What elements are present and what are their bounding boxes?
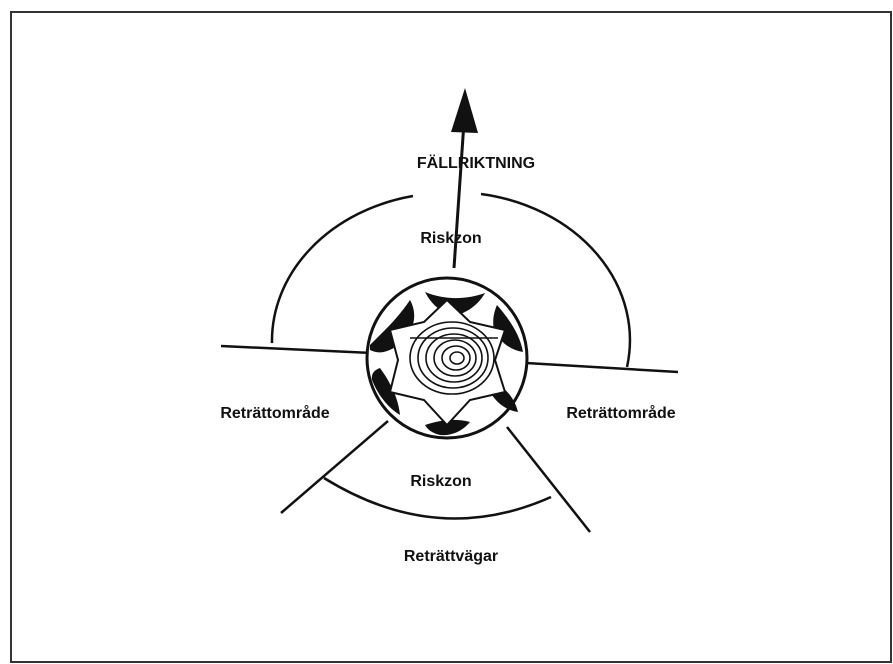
felling-direction-label: FÄLLRIKTNING — [417, 154, 535, 172]
retreat-line-right — [526, 363, 678, 372]
escape-route-line-right — [507, 427, 590, 532]
retreat-line-left — [221, 346, 372, 353]
retreat-area-left-label: Reträttområde — [220, 404, 329, 422]
risk-zone-bottom-label: Riskzon — [410, 473, 471, 490]
escape-routes-label: Reträttvägar — [404, 548, 498, 565]
escape-route-line-left — [281, 421, 388, 513]
tree-stump-icon — [367, 278, 527, 438]
risk-zone-top-label: Riskzon — [420, 230, 481, 247]
retreat-area-right-label: Reträttområde — [566, 404, 675, 422]
